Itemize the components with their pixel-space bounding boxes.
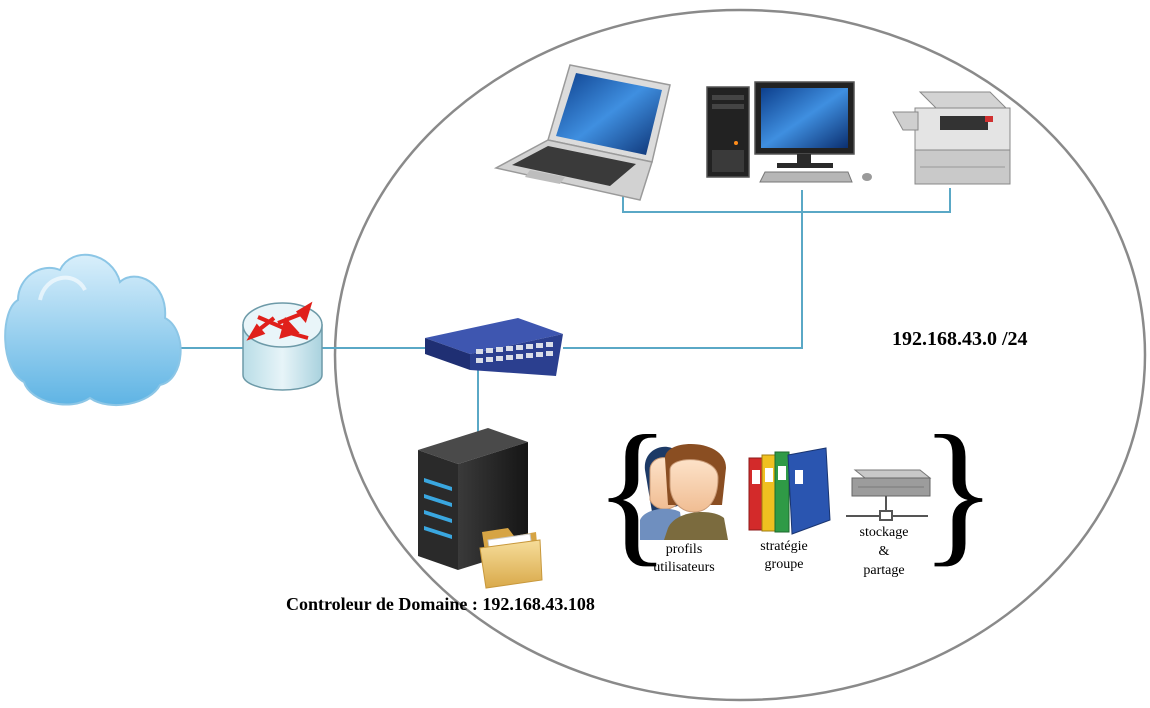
desktop-pc-icon [706, 81, 872, 183]
binders-icon [748, 447, 831, 535]
group-policy-label: stratégie groupe [742, 538, 826, 574]
switch-icon [425, 318, 563, 376]
group-policy-label-line: stratégie [760, 539, 808, 554]
profiles-label-line: profils [665, 542, 703, 557]
printer-icon [892, 91, 1011, 185]
group-policy-label-line: groupe [764, 557, 804, 572]
cloud-icon [4, 253, 182, 406]
storage-label-line: partage [863, 563, 905, 578]
storage-label: stockage & partage [834, 523, 934, 580]
nas-icon [846, 469, 932, 521]
router-icon [242, 301, 323, 391]
profiles-label: profils utilisateurs [636, 541, 732, 577]
subnet-label: 192.168.43.0 /24 [892, 328, 1028, 350]
profiles-label-line: utilisateurs [653, 560, 715, 575]
laptop-icon [493, 64, 671, 201]
users-icon [640, 444, 728, 540]
lan-boundary [333, 8, 1147, 702]
storage-label-line: stockage [859, 525, 909, 540]
domain-controller-label: Controleur de Domaine : 192.168.43.108 [286, 594, 595, 614]
network-links [178, 188, 951, 436]
storage-label-line: & [878, 544, 890, 559]
brace-right: } [920, 402, 997, 580]
folder-icon [479, 528, 543, 589]
